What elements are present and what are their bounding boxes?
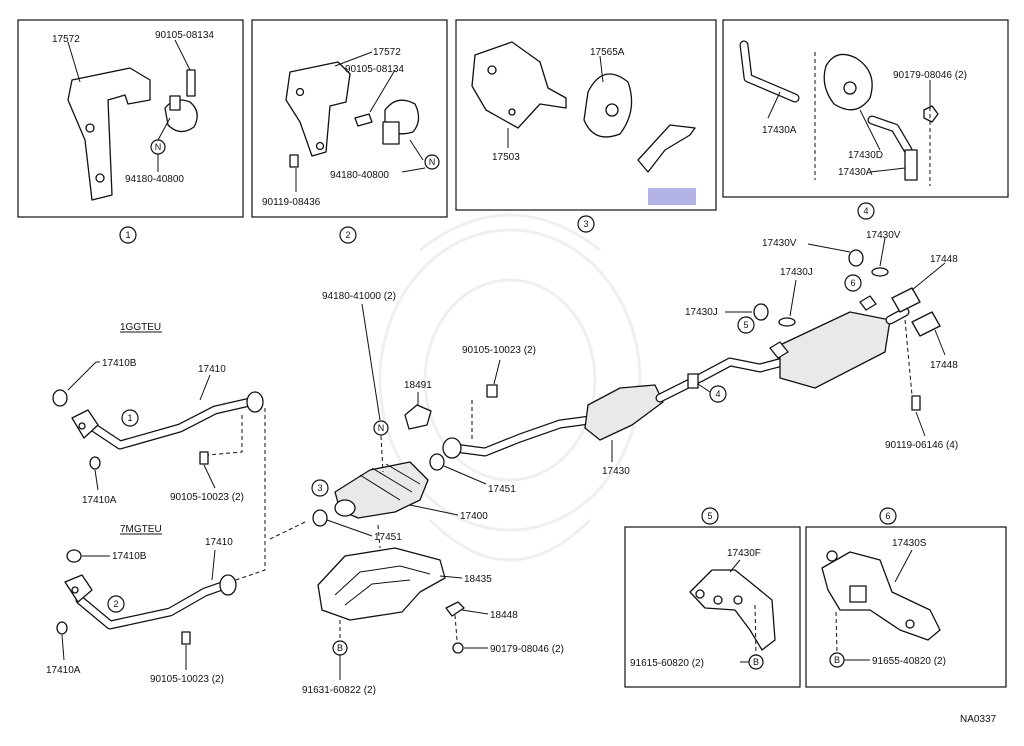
part-label[interactable]: 18491 [404,380,432,391]
part-label[interactable]: 90119-06146 (4) [885,440,958,451]
part-label[interactable]: 17430 [602,466,630,477]
nut-marker-n: N [429,157,436,167]
part-label[interactable]: 17430J [685,307,718,318]
callout-2[interactable]: 2 [345,230,350,240]
part-label[interactable]: 17451 [488,484,516,495]
callout-1[interactable]: 1 [125,230,130,240]
tailpipe-17448 [911,311,941,337]
bolt-marker-b: B [834,655,840,665]
callout-2[interactable]: 2 [113,599,118,609]
front-pipe-7mgteu [56,549,237,645]
part-label[interactable]: 90119-08436 [262,197,321,208]
callout-5[interactable]: 5 [707,511,712,521]
detail-box-6 [805,526,1007,688]
part-label[interactable]: 90105-10023 (2) [462,345,536,356]
detail-box-5 [624,526,801,688]
bolt-90105 [486,384,498,398]
callout-1[interactable]: 1 [127,413,132,423]
part-label[interactable]: 17572 [52,34,80,45]
part-label[interactable]: 18448 [490,610,518,621]
part-label[interactable]: 90105-08134 [345,64,404,75]
callout-3[interactable]: 3 [317,483,322,493]
bolt-90119 [911,395,921,411]
heat-shield-18435 [317,524,446,621]
detail-box-3 [455,19,717,211]
bolt-marker-b: B [753,657,759,667]
box5-content: 17430F B 91615-60820 (2) [630,548,776,670]
part-label[interactable]: 17430J [780,267,813,278]
part-label[interactable]: 17400 [460,511,488,522]
part-label[interactable]: 17503 [492,152,520,163]
part-label[interactable]: 17572 [373,47,401,58]
detail-box-4 [722,19,1009,198]
nut-marker-n: N [378,423,385,433]
engine-variant-1ggteu: 1GGTEU [120,322,161,333]
part-label[interactable]: 17430V [866,230,901,241]
part-label[interactable]: 17565A [590,47,625,58]
part-label[interactable]: 90179-08046 (2) [490,644,564,655]
bolt-marker-b: B [337,643,343,653]
detail-box-1 [17,19,244,218]
diagram-code: NA0337 [960,714,997,725]
box3-content: 17503 17565A [471,41,696,205]
callout-6[interactable]: 6 [850,278,855,288]
ring-17430j [753,303,769,321]
nut-marker-n: N [155,142,162,152]
bracket-18448 [445,601,465,617]
gasket-17451 [312,509,328,527]
box1-content: N 17572 90105-08134 94180-40800 [52,30,214,201]
part-label[interactable]: 17448 [930,360,958,371]
ring-17430j [778,317,796,327]
part-label[interactable]: 17451 [374,532,402,543]
catalytic-converter-17400 [334,461,429,519]
part-label[interactable]: 94180-40800 [125,174,184,185]
part-label[interactable]: 17410A [46,665,81,676]
box6-content: 17430S B 91655-40820 (2) [821,538,946,668]
part-label[interactable]: 18435 [464,574,492,585]
background-watermark [378,213,642,562]
callout-4[interactable]: 4 [715,389,720,399]
part-label[interactable]: 17410A [82,495,117,506]
part-label[interactable]: 17410B [102,358,137,369]
nut-90179 [452,642,464,654]
box2-content: N 17572 90105-08134 94180-40800 90119-08… [262,47,440,208]
ring-17430v [848,249,864,267]
part-label[interactable]: 94180-41000 (2) [322,291,396,302]
callout-6[interactable]: 6 [885,511,890,521]
part-label[interactable]: 90105-10023 (2) [150,674,224,685]
highlighted-part-label[interactable] [648,188,696,205]
part-label[interactable]: 90105-08134 [155,30,214,41]
callout-5[interactable]: 5 [743,320,748,330]
tailpipe-17448 [891,287,921,313]
gasket-17451 [429,453,445,471]
detail-box-2 [251,19,448,218]
callout-4[interactable]: 4 [863,206,868,216]
part-label[interactable]: 91631-60822 (2) [302,685,376,696]
part-label[interactable]: 17430A [762,125,797,136]
part-label[interactable]: 17410B [112,551,147,562]
part-label[interactable]: 90105-10023 (2) [170,492,244,503]
part-label[interactable]: 17430V [762,238,797,249]
part-label[interactable]: 17430D [848,150,883,161]
clamp-18491 [404,404,432,430]
part-label[interactable]: 90179-08046 (2) [893,70,967,81]
part-label[interactable]: 17430S [892,538,927,549]
engine-variant-7mgteu: 7MGTEU [120,524,162,535]
part-label[interactable]: 94180-40800 [330,170,389,181]
part-label[interactable]: 17410 [198,364,226,375]
box4-content: 17430A 17430D 17430A 90179-08046 (2) [739,40,967,186]
part-label[interactable]: 91655-40820 (2) [872,656,946,667]
part-label[interactable]: 17448 [930,254,958,265]
callout-3[interactable]: 3 [583,219,588,229]
ring-17430v [871,267,889,277]
part-label[interactable]: 17430F [727,548,761,559]
part-label[interactable]: 17410 [205,537,233,548]
muffler [769,295,910,389]
front-pipe-1ggteu [52,389,264,470]
part-label[interactable]: 91615-60820 (2) [630,658,704,669]
center-exhaust-pipe-17430 [442,355,795,459]
part-label[interactable]: 17430A [838,167,873,178]
